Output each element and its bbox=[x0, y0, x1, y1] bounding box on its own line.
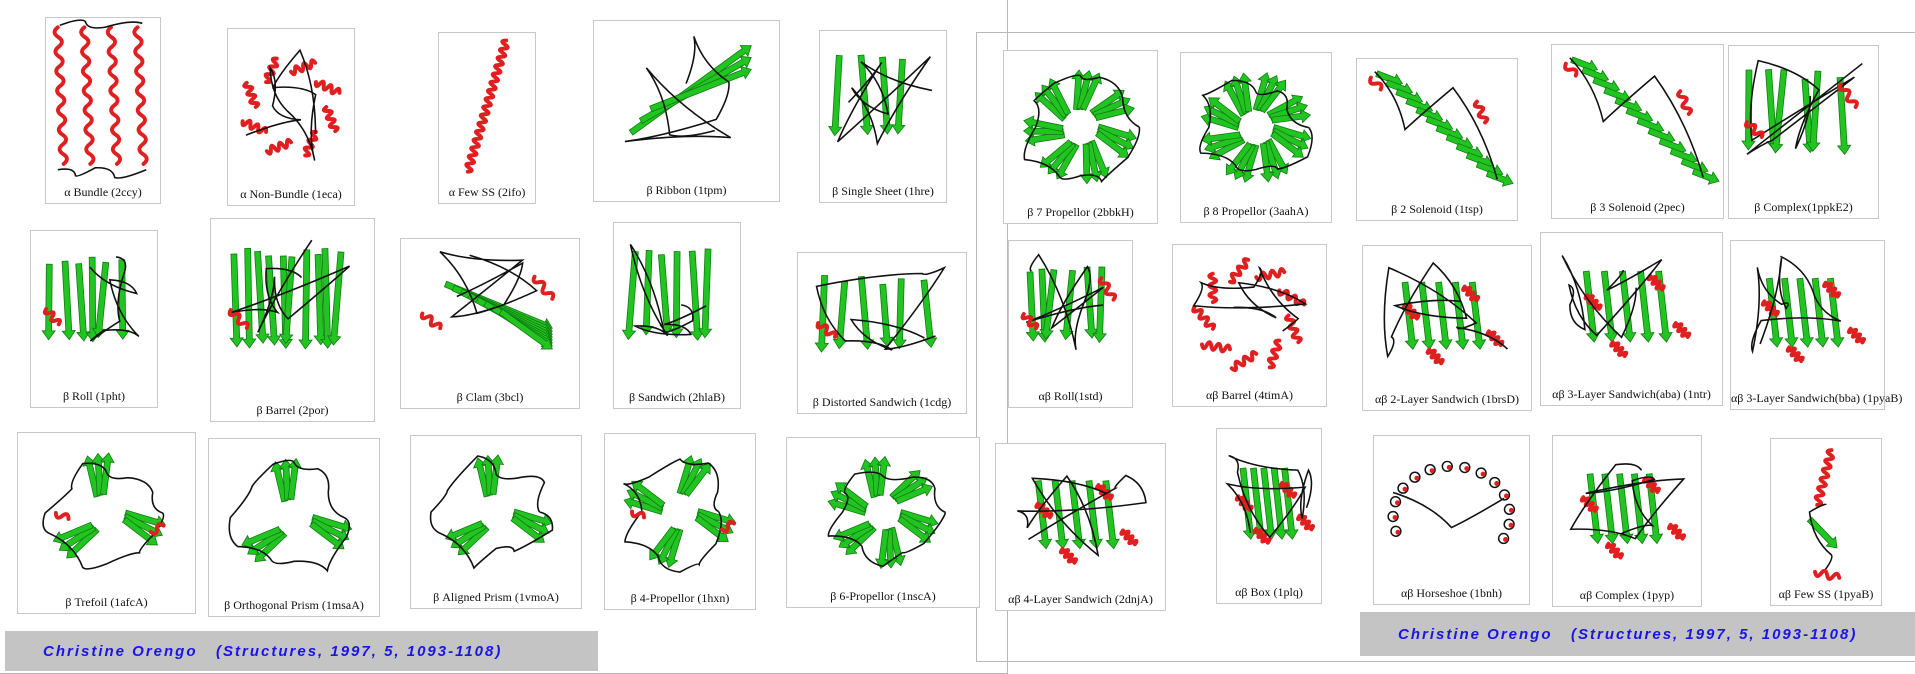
structure-caption: β Ribbon (1tpm) bbox=[594, 183, 779, 197]
structure-image bbox=[1729, 46, 1878, 198]
structure-image bbox=[1771, 439, 1881, 585]
structure-image bbox=[1217, 429, 1321, 583]
structure-caption: αβ Complex (1pyp) bbox=[1553, 588, 1701, 602]
structure-image bbox=[798, 253, 966, 393]
structure-card-beta-complex: β Complex(1ppkE2) bbox=[1728, 45, 1879, 219]
structure-caption: β Orthogonal Prism (1msaA) bbox=[209, 598, 379, 612]
structure-image bbox=[18, 433, 195, 593]
structure-image bbox=[1541, 233, 1722, 385]
structure-caption: β Roll (1pht) bbox=[31, 389, 157, 403]
structure-card-ab-complex: αβ Complex (1pyp) bbox=[1552, 435, 1702, 607]
structure-caption: α Bundle (2ccy) bbox=[46, 185, 160, 199]
structure-image bbox=[211, 219, 374, 401]
structure-card-ab-barrel: αβ Barrel (4timA) bbox=[1172, 244, 1327, 407]
structure-caption: αβ Barrel (4timA) bbox=[1173, 388, 1326, 402]
structure-caption: αβ Box (1plq) bbox=[1217, 585, 1321, 599]
structure-card-beta-prop8: β 8 Propellor (3aahA) bbox=[1180, 52, 1332, 223]
structure-card-beta-sheet: β Single Sheet (1hre) bbox=[819, 30, 947, 203]
structure-card-ab-few: αβ Few SS (1pyaB) bbox=[1770, 438, 1882, 606]
structure-card-beta-aligned: β Aligned Prism (1vmoA) bbox=[410, 435, 582, 609]
structure-caption: α Few SS (2ifo) bbox=[439, 185, 535, 199]
structure-card-ab-box: αβ Box (1plq) bbox=[1216, 428, 1322, 604]
structure-card-ab-4layer: αβ 4-Layer Sandwich (2dnjA) bbox=[995, 443, 1166, 611]
structure-caption: β Trefoil (1afcA) bbox=[18, 595, 195, 609]
structure-image bbox=[996, 444, 1165, 590]
structure-caption: β Single Sheet (1hre) bbox=[820, 184, 946, 198]
structure-card-ab-roll: αβ Roll(1std) bbox=[1008, 240, 1133, 408]
structure-image bbox=[46, 18, 160, 183]
structure-card-beta-prop7: β 7 Propellor (2bbkH) bbox=[1003, 50, 1158, 224]
structure-image bbox=[401, 239, 579, 388]
structure-caption: αβ Few SS (1pyaB) bbox=[1771, 587, 1881, 601]
structure-card-beta-prop4: β 4-Propellor (1hxn) bbox=[604, 433, 756, 610]
structure-caption: β Barrel (2por) bbox=[211, 403, 374, 417]
structure-image bbox=[820, 31, 946, 182]
structure-image bbox=[31, 231, 157, 387]
structure-image bbox=[1374, 436, 1529, 584]
structure-card-beta-solenoid2: β 2 Solenoid (1tsp) bbox=[1356, 58, 1518, 221]
structure-card-ab-2layer: αβ 2-Layer Sandwich (1brsD) bbox=[1362, 245, 1532, 411]
structure-image bbox=[1357, 59, 1517, 200]
structure-caption: β 3 Solenoid (2pec) bbox=[1552, 200, 1723, 214]
structure-caption: αβ 3-Layer Sandwich(bba) (1pyaB) bbox=[1731, 391, 1884, 405]
structure-caption: α Non-Bundle (1eca) bbox=[228, 187, 354, 201]
structure-card-beta-barrel: β Barrel (2por) bbox=[210, 218, 375, 422]
structure-caption: β 4-Propellor (1hxn) bbox=[605, 591, 755, 605]
structure-caption: β Clam (3bcl) bbox=[401, 390, 579, 404]
structure-card-beta-distorted: β Distorted Sandwich (1cdg) bbox=[797, 252, 967, 414]
structure-image bbox=[614, 223, 740, 388]
structure-image bbox=[1553, 436, 1701, 586]
structure-image bbox=[1173, 245, 1326, 386]
structure-card-alpha-few: α Few SS (2ifo) bbox=[438, 32, 536, 204]
structure-caption: β 2 Solenoid (1tsp) bbox=[1357, 202, 1517, 216]
structure-caption: αβ 4-Layer Sandwich (2dnjA) bbox=[996, 592, 1165, 606]
structure-image bbox=[209, 439, 379, 596]
structure-image bbox=[1731, 241, 1884, 389]
structure-card-beta-solenoid3: β 3 Solenoid (2pec) bbox=[1551, 44, 1724, 219]
structure-caption: αβ Roll(1std) bbox=[1009, 389, 1132, 403]
structure-card-beta-clam: β Clam (3bcl) bbox=[400, 238, 580, 409]
structure-caption: β Complex(1ppkE2) bbox=[1729, 200, 1878, 214]
structure-card-beta-roll: β Roll (1pht) bbox=[30, 230, 158, 408]
structure-image bbox=[1009, 241, 1132, 387]
structure-caption: β 8 Propellor (3aahA) bbox=[1181, 204, 1331, 218]
structure-image bbox=[1004, 51, 1157, 203]
structure-card-beta-sandwich: β Sandwich (2hlaB) bbox=[613, 222, 741, 409]
structure-image bbox=[228, 29, 354, 185]
structure-caption: αβ 2-Layer Sandwich (1brsD) bbox=[1363, 392, 1531, 406]
structure-card-ab-3layer-bba: αβ 3-Layer Sandwich(bba) (1pyaB) bbox=[1730, 240, 1885, 410]
structure-image bbox=[1552, 45, 1723, 198]
structure-card-ab-horseshoe: αβ Horseshoe (1bnh) bbox=[1373, 435, 1530, 605]
structure-image bbox=[1181, 53, 1331, 202]
structure-image bbox=[1363, 246, 1531, 390]
structure-image bbox=[594, 21, 779, 181]
structure-image bbox=[787, 438, 979, 587]
structure-caption: β Distorted Sandwich (1cdg) bbox=[798, 395, 966, 409]
structure-card-beta-trefoil: β Trefoil (1afcA) bbox=[17, 432, 196, 614]
structure-caption: β 7 Propellor (2bbkH) bbox=[1004, 205, 1157, 219]
structure-caption: β Sandwich (2hlaB) bbox=[614, 390, 740, 404]
structure-image bbox=[439, 33, 535, 183]
structure-image bbox=[411, 436, 581, 588]
structure-caption: β Aligned Prism (1vmoA) bbox=[411, 590, 581, 604]
structure-image bbox=[605, 434, 755, 589]
citation-left: Christine Orengo (Structures, 1997, 5, 1… bbox=[5, 631, 598, 671]
structure-caption: αβ Horseshoe (1bnh) bbox=[1374, 586, 1529, 600]
structure-card-beta-ribbon: β Ribbon (1tpm) bbox=[593, 20, 780, 202]
structure-caption: β 6-Propellor (1nscA) bbox=[787, 589, 979, 603]
structure-card-alpha-nonbundle: α Non-Bundle (1eca) bbox=[227, 28, 355, 206]
structure-card-ab-3layer-aba: αβ 3-Layer Sandwich(aba) (1ntr) bbox=[1540, 232, 1723, 406]
structure-card-alpha-bundle: α Bundle (2ccy) bbox=[45, 17, 161, 204]
structure-card-beta-prop6: β 6-Propellor (1nscA) bbox=[786, 437, 980, 608]
structure-caption: αβ 3-Layer Sandwich(aba) (1ntr) bbox=[1541, 387, 1722, 401]
citation-right: Christine Orengo (Structures, 1997, 5, 1… bbox=[1360, 612, 1915, 656]
structure-card-beta-prism: β Orthogonal Prism (1msaA) bbox=[208, 438, 380, 617]
